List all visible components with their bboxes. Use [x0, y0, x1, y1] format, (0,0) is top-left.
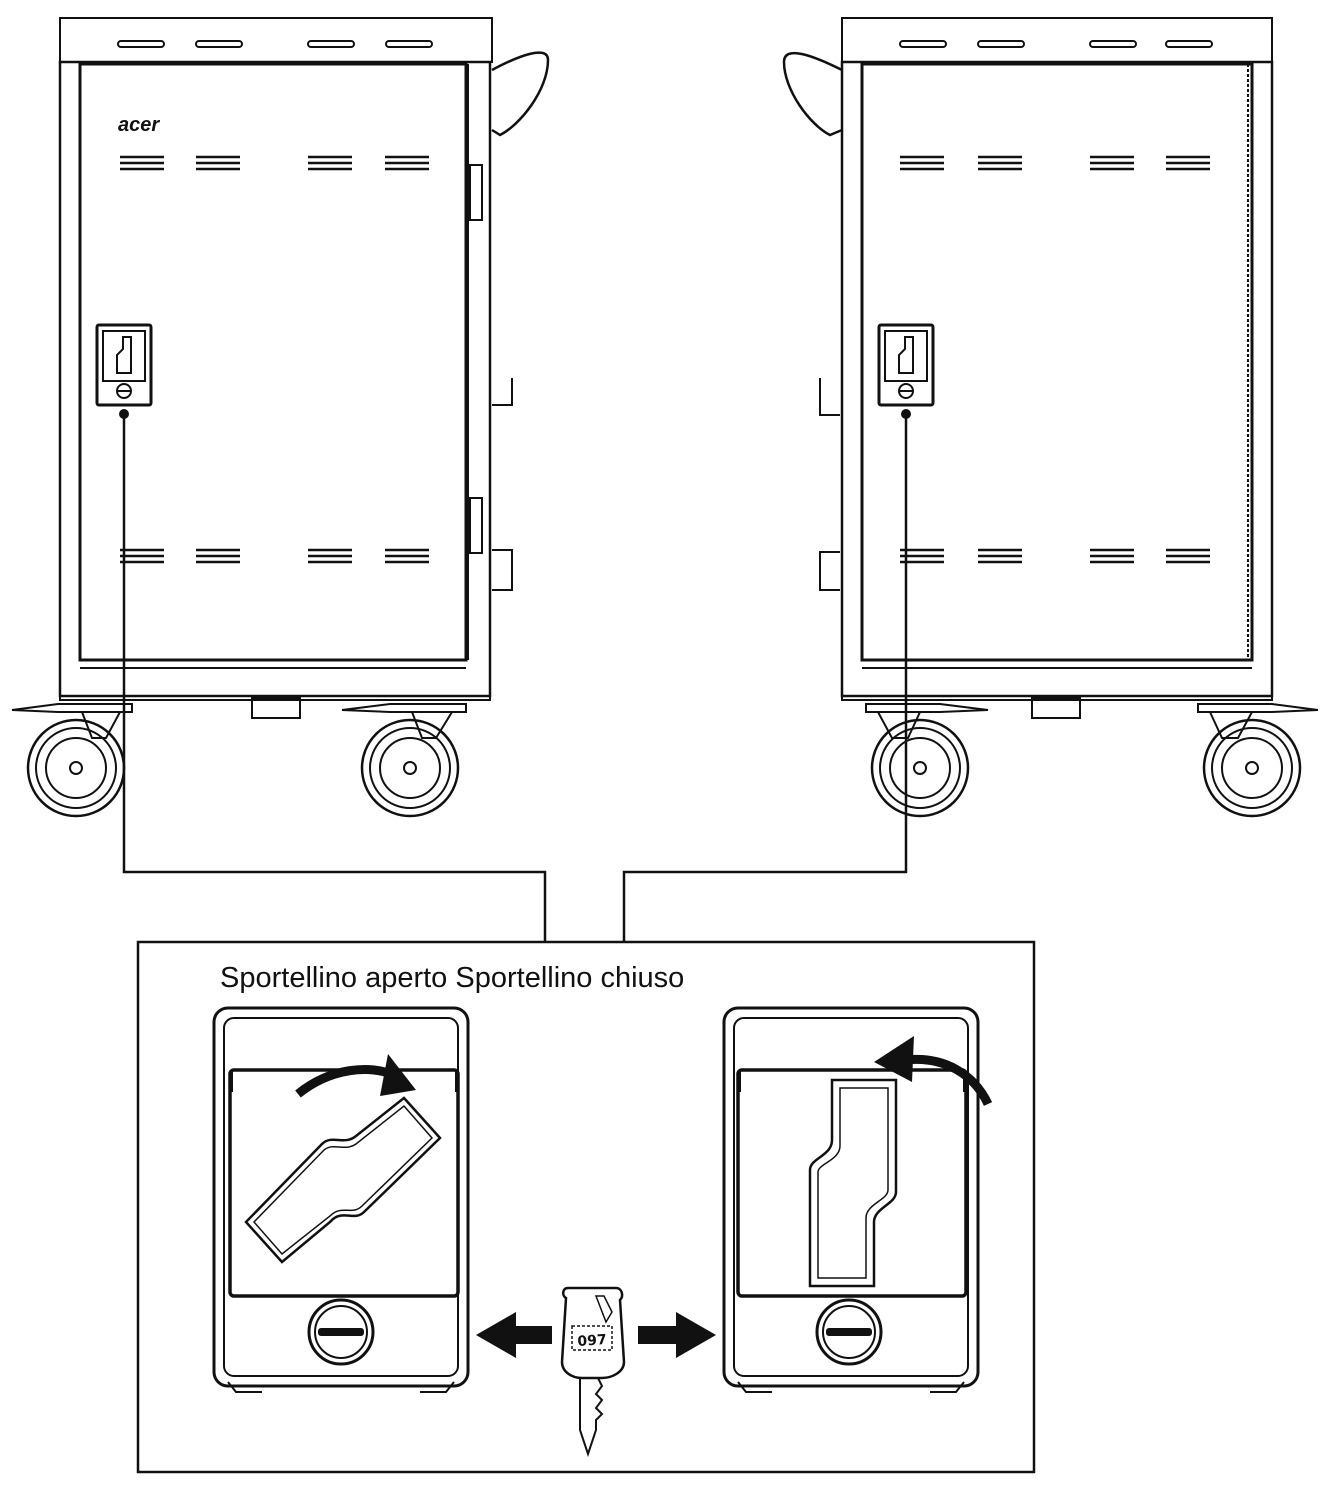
cart-left-vents-top [118, 155, 431, 171]
cart-right-top-slots [899, 40, 1213, 48]
cart-right-caster-right [1197, 703, 1319, 818]
detail-box [136, 940, 1036, 1474]
cart-right-lock [877, 323, 935, 407]
handle-paddle-closed [808, 1078, 898, 1288]
cart-left-push-handle [491, 51, 550, 137]
cart-right [782, 17, 1319, 818]
handle-paddle-open [244, 1096, 442, 1264]
closed-state-label: Sportellino chiuso [455, 962, 685, 994]
cart-left-caster-left [11, 703, 133, 818]
cart-right-vents-bottom [898, 548, 1212, 564]
cart-left: acer [11, 17, 550, 818]
lock-detail-open [212, 1006, 470, 1393]
key-icon: 097 [560, 1286, 626, 1458]
open-state-label: Sportellino aperto [220, 962, 448, 994]
cart-left-hinge-top [469, 164, 483, 221]
arrow-left-icon [476, 1312, 552, 1358]
acer-logo: acer [118, 114, 160, 136]
cart-right-caster-left [865, 703, 989, 818]
callout-connectors [122, 414, 908, 942]
arrow-curved-right-icon [295, 1054, 416, 1098]
cart-left-base-foot [251, 697, 301, 719]
cart-right-base-foot [1031, 697, 1081, 719]
key-number: 097 [577, 1332, 607, 1350]
arrow-curved-left-icon [874, 1036, 993, 1107]
cart-left-lock [95, 323, 153, 407]
cart-right-vents-top [898, 155, 1212, 171]
cart-left-vents-bottom [118, 548, 431, 564]
lock-state-caption: Sportellino aperto Sportellino chiuso [220, 962, 684, 995]
cart-right-push-handle [782, 51, 843, 137]
cart-left-hinge-bottom [469, 497, 483, 554]
arrow-right-icon [638, 1312, 716, 1358]
lock-detail-closed [722, 1006, 993, 1393]
cart-left-top-slots [117, 40, 433, 48]
cart-left-caster-right [341, 703, 467, 818]
